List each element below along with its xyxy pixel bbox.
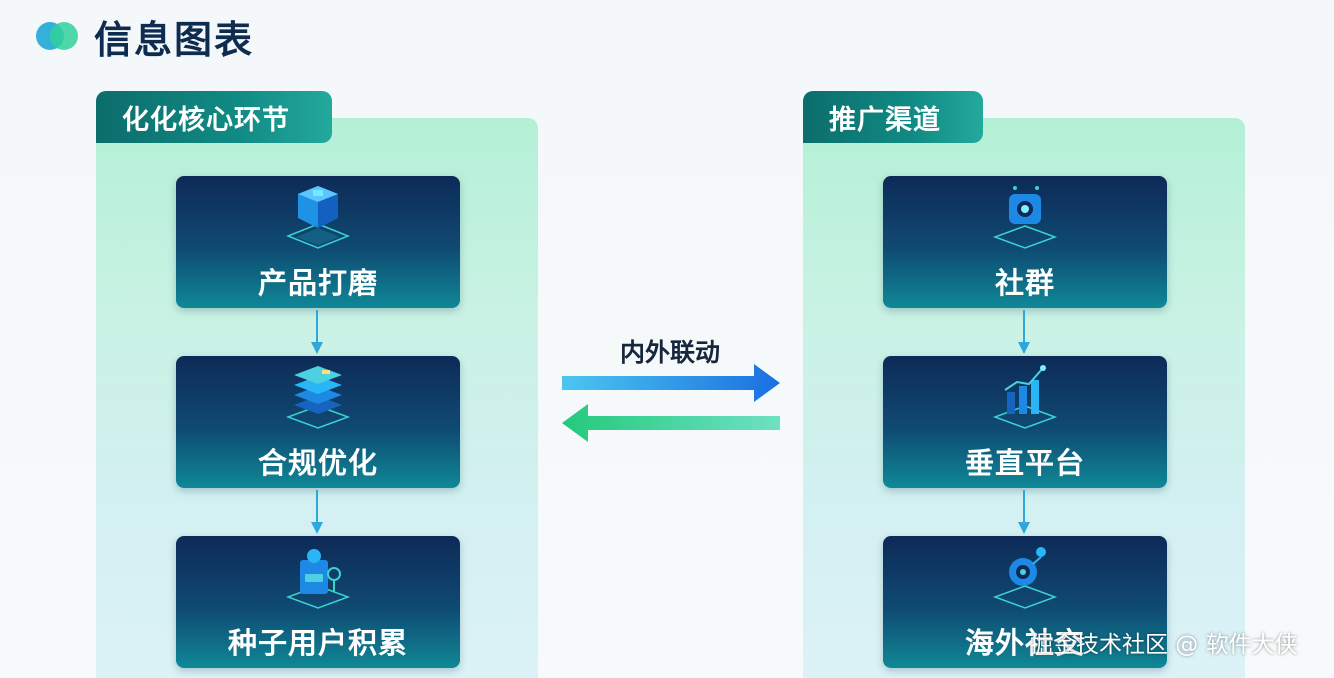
user-badge-icon [285, 549, 351, 609]
page-header: 信息图表 [36, 10, 254, 62]
bidirectional-arrows [562, 364, 780, 442]
down-arrow-icon [1018, 490, 1030, 534]
arrow-left-icon [562, 404, 780, 442]
two-overlapping-circles-icon [36, 19, 80, 53]
link-label: 内外联动 [619, 338, 720, 367]
bar-chart-icon [992, 365, 1058, 429]
chip-node-icon [992, 186, 1058, 249]
card-seed-users[interactable]: 种子用户积累 [176, 536, 460, 668]
globe-pin-icon [992, 547, 1058, 609]
card-overseas-social[interactable]: 海外社交 [883, 536, 1167, 668]
watermark: 掘金技术社区 @ 软件大侠 [1030, 632, 1298, 658]
card-label: 海外社交 [964, 626, 1085, 660]
card-community[interactable]: 社群 [883, 176, 1167, 308]
card-label: 种子用户积累 [227, 626, 408, 660]
arrow-right-icon [562, 364, 780, 402]
right-panel-title: 推广渠道 [803, 91, 983, 143]
cube-platform-icon [285, 186, 351, 249]
card-product-polish[interactable]: 产品打磨 [176, 176, 460, 308]
left-panel-title: 化化核心环节 [96, 91, 332, 143]
down-arrow-icon [311, 310, 323, 354]
down-arrow-icon [1018, 310, 1030, 354]
card-label: 社群 [994, 266, 1055, 300]
stacked-layers-icon [285, 366, 351, 429]
card-compliance[interactable]: 合规优化 [176, 356, 460, 488]
card-vertical-platform[interactable]: 垂直平台 [883, 356, 1167, 488]
down-arrow-icon [311, 490, 323, 534]
card-label: 产品打磨 [257, 266, 378, 300]
card-label: 合规优化 [257, 446, 378, 480]
page-title: 信息图表 [94, 17, 255, 62]
card-label: 垂直平台 [964, 446, 1085, 480]
